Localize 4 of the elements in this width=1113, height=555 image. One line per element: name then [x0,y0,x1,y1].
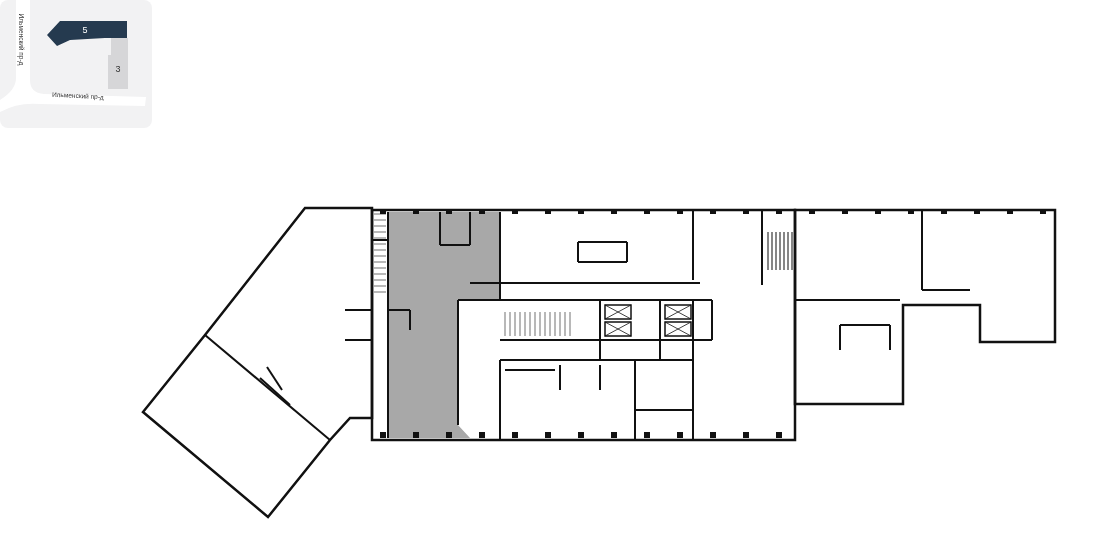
building-number: 3 [115,64,121,74]
building-number: 5 [82,24,88,35]
building-shape [108,38,128,89]
building-shape [47,21,127,46]
